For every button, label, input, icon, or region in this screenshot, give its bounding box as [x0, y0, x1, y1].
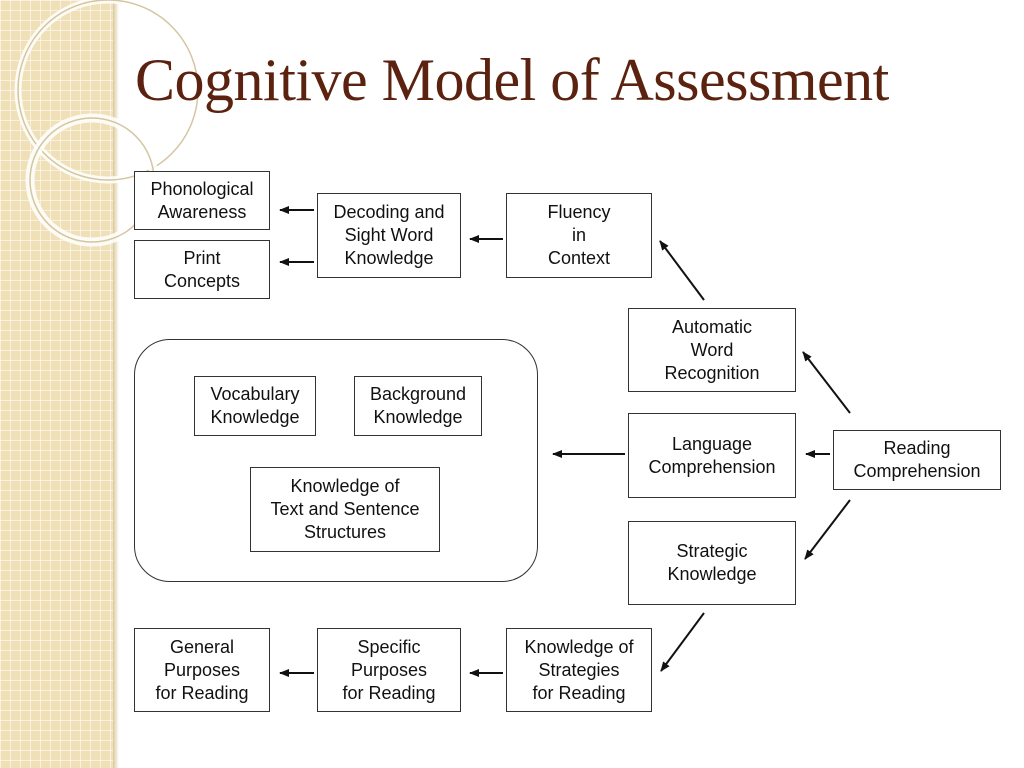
- reading-comprehension-box: Reading Comprehension: [833, 430, 1001, 490]
- arrow-automatic-to-fluency: [659, 240, 705, 301]
- knowledge-of-strategies-box: Knowledge of Strategies for Reading: [506, 628, 652, 712]
- arrow-reading-to-strategic: [804, 499, 851, 560]
- decoding-box: Decoding and Sight Word Knowledge: [317, 193, 461, 278]
- arrow-reading-to-automatic: [802, 351, 851, 414]
- vocabulary-knowledge-box: Vocabulary Knowledge: [194, 376, 316, 436]
- slide-title: Cognitive Model of Assessment: [135, 47, 889, 113]
- text-sentence-structures-box: Knowledge of Text and Sentence Structure…: [250, 467, 440, 552]
- general-purposes-box: General Purposes for Reading: [134, 628, 270, 712]
- phonological-awareness-box: Phonological Awareness: [134, 171, 270, 230]
- background-knowledge-box: Background Knowledge: [354, 376, 482, 436]
- print-concepts-box: Print Concepts: [134, 240, 270, 299]
- language-comprehension-box: Language Comprehension: [628, 413, 796, 498]
- strategic-knowledge-box: Strategic Knowledge: [628, 521, 796, 605]
- specific-purposes-box: Specific Purposes for Reading: [317, 628, 461, 712]
- automatic-word-recognition-box: Automatic Word Recognition: [628, 308, 796, 392]
- fluency-box: Fluency in Context: [506, 193, 652, 278]
- sidebar-edge: [113, 0, 119, 768]
- arrow-strategic-to-strategies: [660, 612, 705, 672]
